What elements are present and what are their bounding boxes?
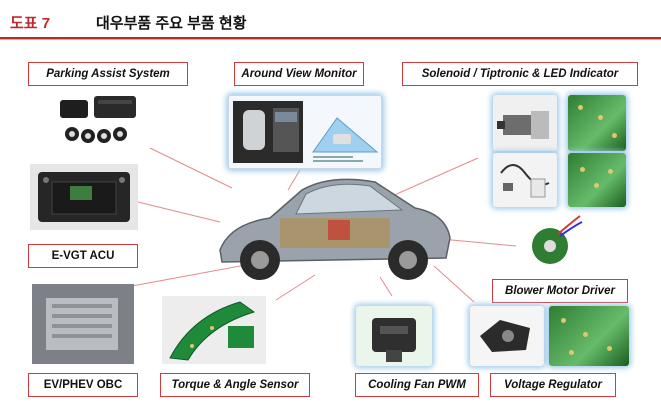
- connector-obc: [131, 261, 263, 287]
- connector-avm: [287, 169, 301, 191]
- solenoid-image-2: [493, 153, 557, 207]
- around-view-monitor-image: [228, 95, 382, 169]
- tiptronic-pcb-image-1: [568, 95, 626, 151]
- connector-parking: [149, 147, 233, 189]
- label-cooling-fan-pwm: Cooling Fan PWM: [355, 373, 479, 397]
- page-title: 대우부품 주요 부품 현황: [96, 15, 247, 32]
- evgt-acu-image: [30, 164, 138, 230]
- led-indicator-pcb-image: [568, 153, 626, 207]
- blower-motor-driver-image: [524, 212, 584, 270]
- label-evgt-acu: E-VGT ACU: [28, 244, 138, 268]
- connector-fan: [379, 276, 393, 297]
- label-around-view-monitor: Around View Monitor: [234, 62, 364, 86]
- label-solenoid: Solenoid / Tiptronic & LED Indicator: [402, 62, 638, 86]
- label-torque-angle-sensor: Torque & Angle Sensor: [160, 373, 310, 397]
- voltage-regulator-image-1: [470, 306, 544, 366]
- connector-voltage: [433, 265, 475, 303]
- parking-sensors-image: [60, 96, 136, 143]
- header-divider: [0, 37, 661, 39]
- solenoid-image-1: [493, 95, 557, 151]
- torque-angle-sensor-image: [162, 296, 266, 364]
- header-divider-shadow: [0, 39, 661, 40]
- label-ev-phev-obc: EV/PHEV OBC: [28, 373, 138, 397]
- connector-evgt: [137, 201, 221, 223]
- voltage-regulator-pcb-image: [549, 306, 629, 366]
- cooling-fan-pwm-image: [356, 306, 432, 366]
- car-cutaway-image: [219, 178, 451, 280]
- figure-label: 도표 7: [10, 15, 51, 32]
- label-parking-assist: Parking Assist System: [28, 62, 188, 86]
- connector-torque: [275, 274, 316, 301]
- label-blower-motor-driver: Blower Motor Driver: [492, 279, 628, 303]
- ev-phev-obc-image: [32, 284, 134, 364]
- label-voltage-regulator: Voltage Regulator: [490, 373, 616, 397]
